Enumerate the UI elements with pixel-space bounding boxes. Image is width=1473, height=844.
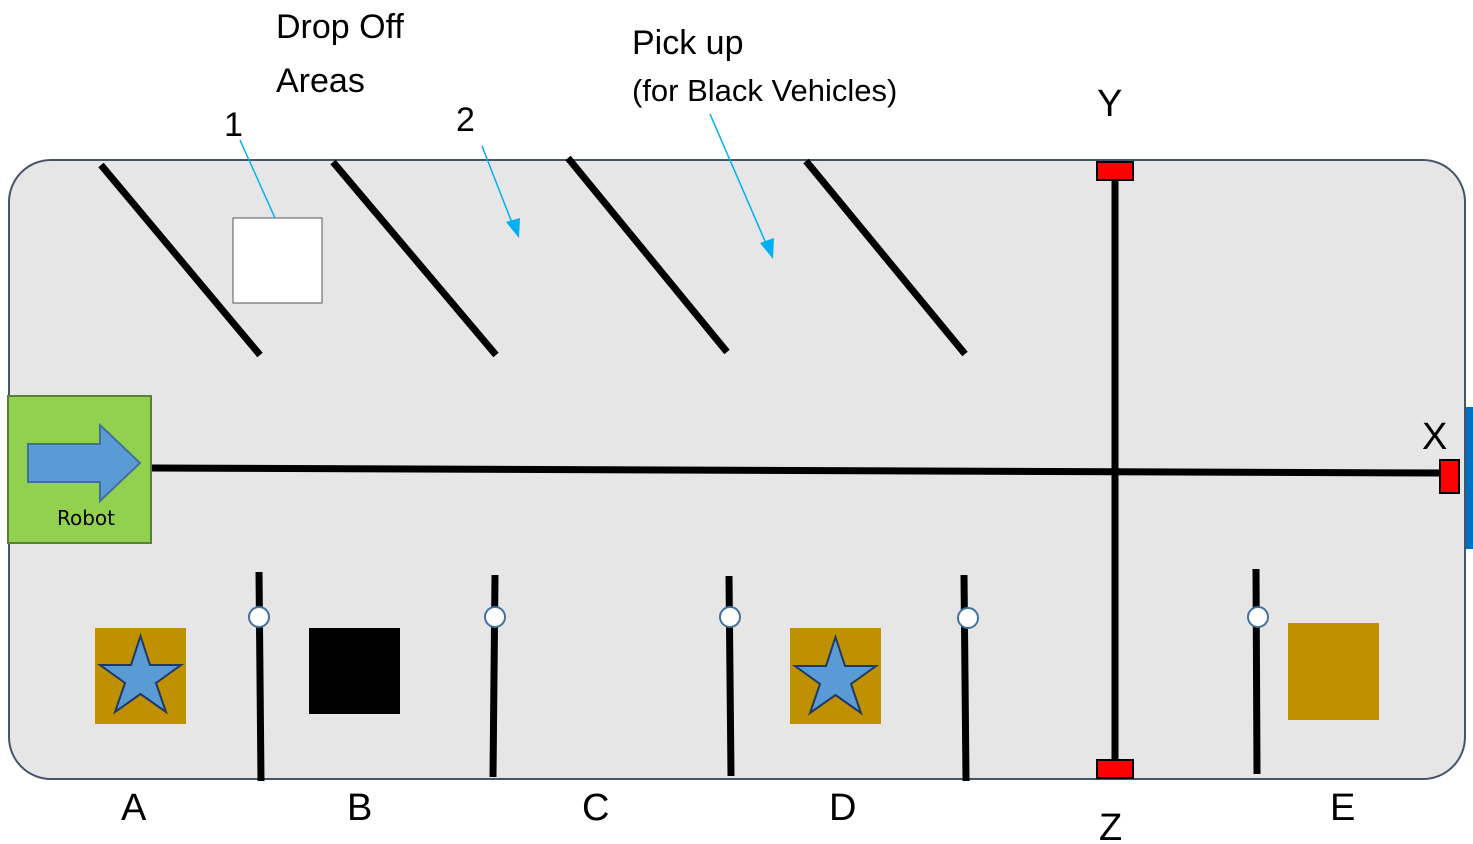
- slot-b-label: B: [347, 787, 372, 829]
- slot-a-label: A: [121, 787, 147, 829]
- marker-y: [1096, 161, 1134, 181]
- marker-z: [1096, 759, 1134, 779]
- circle-icon: [719, 606, 741, 628]
- pick-up-label: Pick up: [632, 24, 744, 62]
- circle-icon: [1247, 606, 1269, 628]
- gate-pivots: [248, 606, 1269, 629]
- track-robot-x: [150, 464, 1445, 477]
- marker-x: [1439, 459, 1460, 494]
- area-1-label: 1: [224, 106, 243, 144]
- parking-line-1: [98, 162, 263, 358]
- slot-e-label: E: [1330, 787, 1355, 829]
- circle-icon: [484, 606, 506, 628]
- slot-d-label: D: [829, 787, 856, 829]
- parking-line-3: [565, 155, 730, 355]
- circle-icon: [248, 606, 270, 628]
- pick-up-sublabel: (for Black Vehicles): [632, 73, 897, 108]
- parking-line-2: [330, 159, 499, 358]
- z-label: Z: [1099, 807, 1122, 844]
- robot-label: Robot: [57, 506, 115, 530]
- area-2-label: 2: [456, 101, 475, 139]
- leader-area-2: [481, 145, 515, 229]
- x-label: X: [1422, 416, 1447, 458]
- arrowhead-pick-up: [760, 238, 774, 259]
- slot-c-label: C: [582, 787, 609, 829]
- drop-off-area-1: [232, 217, 323, 304]
- gate-line-2: [489, 574, 499, 778]
- circle-icon: [957, 607, 979, 629]
- drop-off-label-line1: Drop Off: [276, 8, 404, 46]
- star-icon: [791, 633, 880, 716]
- drop-off-label-line2: Areas: [276, 62, 365, 100]
- star-icon: [96, 632, 185, 715]
- vehicle-b: [309, 628, 400, 714]
- parking-lines: [98, 155, 968, 358]
- arrowhead-area-2: [506, 218, 520, 238]
- leader-pick-up: [709, 113, 769, 249]
- parking-line-4: [803, 158, 968, 357]
- leader-area-1: [239, 139, 276, 219]
- gate-line-1: [255, 571, 265, 782]
- right-arrow-icon: [27, 422, 142, 504]
- y-label: Y: [1097, 83, 1122, 125]
- gate-line-5: [1252, 568, 1261, 775]
- gate-line-4: [960, 574, 970, 782]
- vehicle-e: [1288, 623, 1379, 720]
